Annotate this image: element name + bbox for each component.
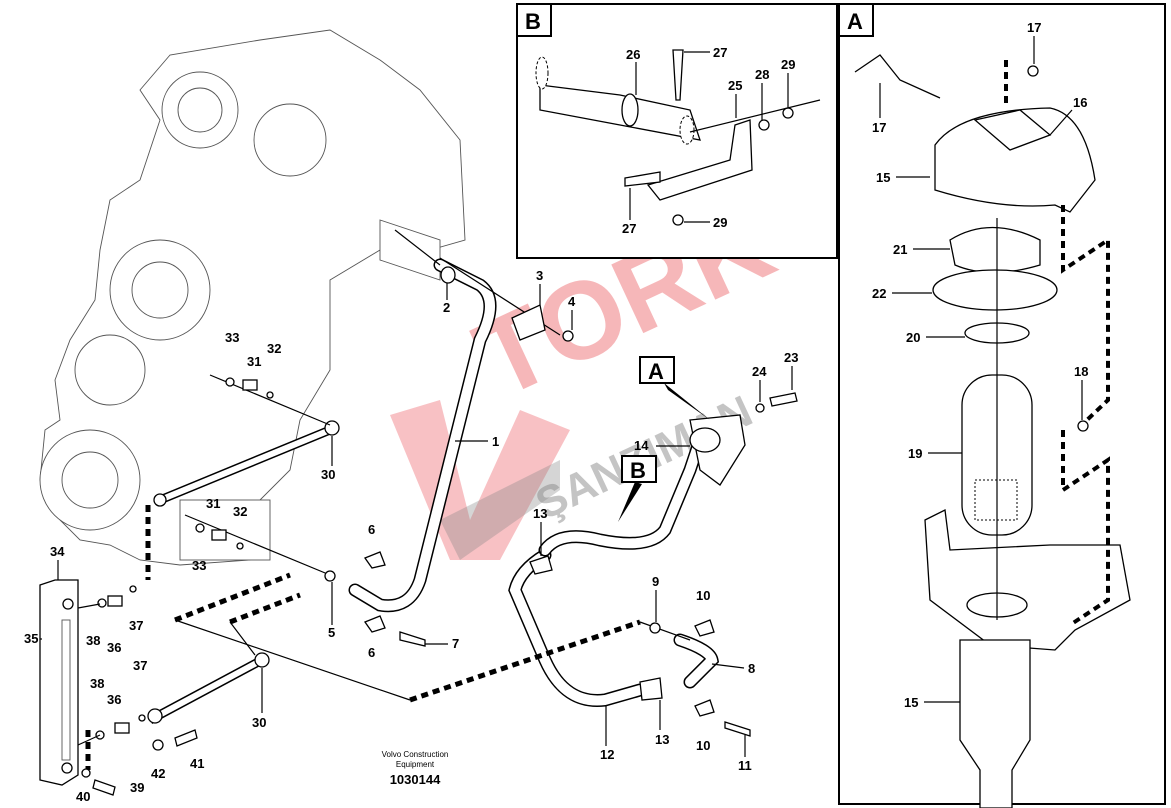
label-29-top: 29 — [781, 57, 795, 72]
caption-line-1: Volvo Construction — [381, 750, 449, 759]
svg-text:A: A — [648, 359, 664, 384]
label-28: 28 — [755, 67, 769, 82]
label-36b: 36 — [107, 692, 121, 707]
label-21: 21 — [893, 242, 907, 257]
label-40: 40 — [76, 789, 90, 804]
label-41: 41 — [190, 756, 204, 771]
label-7: 7 — [452, 636, 459, 651]
label-10a: 10 — [696, 588, 710, 603]
label-27-bottom: 27 — [622, 221, 636, 236]
bracket-3 — [511, 304, 574, 342]
label-6a: 6 — [368, 522, 375, 537]
label-33a: 33 — [225, 330, 239, 345]
label-3: 3 — [536, 268, 543, 283]
label-15-top: 15 — [876, 170, 890, 185]
sight-glass-34 — [39, 579, 101, 786]
label-10b: 10 — [696, 738, 710, 753]
label-26: 26 — [626, 47, 640, 62]
label-11: 11 — [738, 758, 752, 773]
label-17-left: 17 — [872, 120, 886, 135]
label-31b: 31 — [206, 496, 220, 511]
label-20: 20 — [906, 330, 920, 345]
label-16: 16 — [1073, 95, 1087, 110]
label-1: 1 — [492, 434, 499, 449]
label-4: 4 — [568, 294, 576, 309]
label-35: 35 — [24, 631, 38, 646]
fittings — [81, 377, 751, 796]
label-37a: 37 — [129, 618, 143, 633]
pipe-30-upper — [153, 420, 340, 507]
transmission-housing — [39, 29, 466, 566]
label-31a: 31 — [247, 354, 261, 369]
label-13b: 13 — [655, 732, 669, 747]
label-22: 22 — [872, 286, 886, 301]
filler-neck-14 — [689, 392, 798, 486]
label-8: 8 — [748, 661, 755, 676]
label-15-bottom: 15 — [904, 695, 918, 710]
label-19: 19 — [908, 446, 922, 461]
label-12: 12 — [600, 747, 614, 762]
svg-text:B: B — [525, 9, 541, 34]
label-2: 2 — [443, 300, 450, 315]
label-9: 9 — [652, 574, 659, 589]
label-23: 23 — [784, 350, 798, 365]
inset-a: A 17 17 16 15 21 22 20 18 19 1 — [838, 3, 1166, 808]
label-33b: 33 — [192, 558, 206, 573]
svg-text:A: A — [847, 9, 863, 34]
callout-b: B — [618, 455, 657, 522]
label-32a: 32 — [267, 341, 281, 356]
caption-line-2: Equipment — [395, 760, 435, 769]
svg-text:B: B — [630, 458, 646, 483]
callout-a: A — [639, 356, 710, 420]
label-38b: 38 — [90, 676, 104, 691]
label-18: 18 — [1074, 364, 1088, 379]
label-38a: 38 — [86, 633, 100, 648]
hose-1 — [348, 229, 561, 613]
label-5: 5 — [328, 625, 335, 640]
main-part-labels: 1 2 3 4 5 6 6 7 8 9 10 10 11 12 13 13 14… — [24, 268, 798, 804]
label-37b: 37 — [133, 658, 147, 673]
figure-caption: Volvo Construction Equipment 1030144 — [350, 750, 480, 788]
hose-12 — [508, 433, 720, 707]
label-6b: 6 — [368, 645, 375, 660]
label-30a: 30 — [321, 467, 335, 482]
dashed-connection-lines — [85, 505, 641, 770]
label-13a: 13 — [533, 506, 547, 521]
inset-b: B 26 27 25 28 29 27 29 — [516, 3, 838, 259]
label-17-top: 17 — [1027, 20, 1041, 35]
label-36a: 36 — [107, 640, 121, 655]
label-25: 25 — [728, 78, 742, 93]
label-27-top: 27 — [713, 45, 727, 60]
label-30b: 30 — [252, 715, 266, 730]
label-42: 42 — [151, 766, 165, 781]
label-29-bottom: 29 — [713, 215, 727, 230]
label-32b: 32 — [233, 504, 247, 519]
label-24: 24 — [752, 364, 767, 379]
label-39: 39 — [130, 780, 144, 795]
figure-number: 1030144 — [389, 772, 441, 787]
label-14: 14 — [634, 438, 649, 453]
label-34: 34 — [50, 544, 65, 559]
pipe-30-lower — [147, 652, 270, 724]
